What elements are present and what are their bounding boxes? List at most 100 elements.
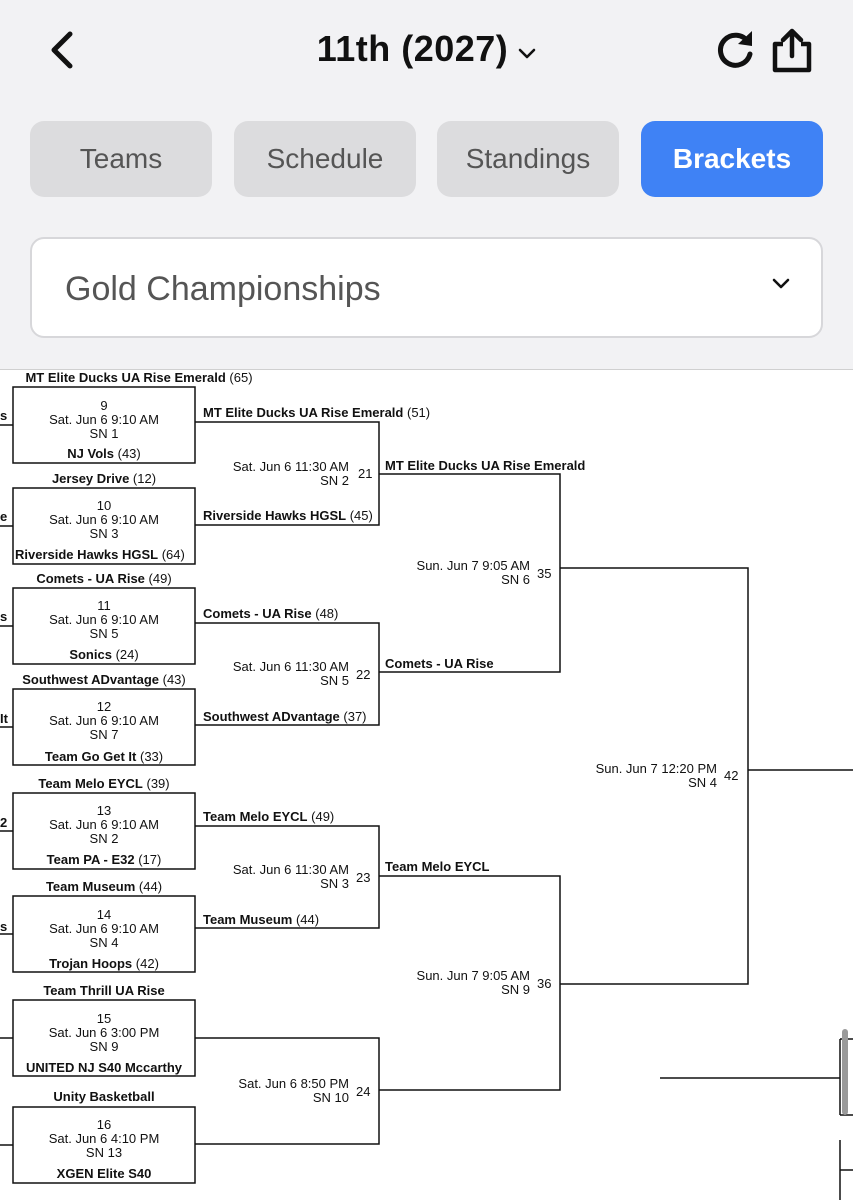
back-button[interactable] <box>44 30 80 70</box>
game-date: Sun. Jun 7 12:20 PM <box>595 761 717 776</box>
tab-label: Brackets <box>672 143 792 174</box>
chevron-down-icon <box>771 277 791 296</box>
game-court: SN 5 <box>320 673 349 688</box>
tab-schedule[interactable]: Schedule <box>234 121 416 197</box>
edge-label: s <box>0 609 8 624</box>
game-23-bottom-team[interactable]: Team Museum (44) <box>203 912 320 927</box>
game-9-top-team[interactable]: MT Elite Ducks UA Rise Emerald (65) <box>25 370 253 385</box>
tab-label: Teams <box>79 143 163 174</box>
game-36-top-team[interactable]: Team Melo EYCL <box>385 859 490 874</box>
game-12-top-team[interactable]: Southwest ADvantage (43) <box>22 672 186 687</box>
bracket-view[interactable]: s e s It 2 s MT Elite Ducks UA Rise Emer… <box>0 369 853 1200</box>
game-date: Sat. Jun 6 11:30 AM <box>232 459 349 474</box>
game-number: 14 <box>96 907 112 922</box>
game-date: Sat. Jun 6 9:10 AM <box>49 921 159 936</box>
game-10-bottom-team[interactable]: Riverside Hawks HGSL (64) <box>15 547 185 562</box>
game-court: SN 9 <box>89 1039 119 1054</box>
game-court: SN 7 <box>89 727 119 742</box>
game-35-bottom-team[interactable]: Comets - UA Rise <box>385 656 494 671</box>
game-35-top-team[interactable]: MT Elite Ducks UA Rise Emerald <box>385 458 586 473</box>
game-date: Sun. Jun 7 9:05 AM <box>416 968 530 983</box>
game-15-top-team[interactable]: Team Thrill UA Rise <box>43 983 165 998</box>
game-number: 36 <box>537 976 552 991</box>
game-number: 10 <box>96 498 112 513</box>
game-number: 22 <box>356 667 371 682</box>
refresh-button[interactable] <box>714 28 758 72</box>
game-number: 15 <box>96 1011 112 1026</box>
game-court: SN 3 <box>320 876 349 891</box>
game-22-bottom-team[interactable]: Southwest ADvantage (37) <box>203 709 367 724</box>
game-22-top-team[interactable]: Comets - UA Rise (48) <box>203 606 339 621</box>
game-14-top-team[interactable]: Team Museum (44) <box>45 879 163 894</box>
game-date: Sat. Jun 6 9:10 AM <box>49 713 159 728</box>
game-court: SN 13 <box>85 1145 123 1160</box>
game-bracket-24 <box>195 1037 380 1145</box>
edge-label: e <box>0 509 8 524</box>
division-select[interactable]: Gold Championships <box>30 237 823 338</box>
game-date: Sat. Jun 6 11:30 AM <box>232 659 349 674</box>
tab-standings[interactable]: Standings <box>437 121 619 197</box>
game-court: SN 2 <box>89 831 119 846</box>
share-icon <box>772 28 812 73</box>
game-12-bottom-team[interactable]: Team Go Get It (33) <box>44 749 164 764</box>
edge-label: s <box>0 919 8 934</box>
game-number: 16 <box>96 1117 112 1132</box>
chevron-left-icon <box>51 31 73 69</box>
bracket-lines <box>0 386 853 1200</box>
game-11-bottom-team[interactable]: Sonics (24) <box>69 647 139 662</box>
game-9-bottom-team[interactable]: NJ Vols (43) <box>67 446 141 461</box>
game-date: Sun. Jun 7 9:05 AM <box>416 558 530 573</box>
game-court: SN 10 <box>312 1090 349 1105</box>
top-bar: 11th (2027) Teams Schedule Standings Bra… <box>0 0 853 369</box>
chevron-down-icon <box>518 27 536 69</box>
tab-brackets[interactable]: Brackets <box>641 121 823 197</box>
game-23-top-team[interactable]: Team Melo EYCL (49) <box>203 809 335 824</box>
game-bracket-36 <box>379 875 561 1091</box>
game-10-top-team[interactable]: Jersey Drive (12) <box>51 471 157 486</box>
game-number: 9 <box>100 398 108 413</box>
game-date: Sat. Jun 6 11:30 AM <box>232 862 349 877</box>
game-court: SN 4 <box>688 775 717 790</box>
game-number: 42 <box>724 768 739 783</box>
edge-label: It <box>0 711 8 726</box>
game-21-bottom-team[interactable]: Riverside Hawks HGSL (45) <box>203 508 373 523</box>
game-court: SN 6 <box>501 572 530 587</box>
division-title-text: 11th (2027) <box>316 28 509 69</box>
game-11-top-team[interactable]: Comets - UA Rise (49) <box>36 571 172 586</box>
game-date: Sat. Jun 6 3:00 PM <box>48 1025 160 1040</box>
game-number: 13 <box>96 803 112 818</box>
game-court: SN 3 <box>89 526 119 541</box>
game-number: 35 <box>537 566 552 581</box>
game-13-bottom-team[interactable]: Team PA - E32 (17) <box>46 852 162 867</box>
game-date: Sat. Jun 6 9:10 AM <box>49 412 159 427</box>
game-date: Sat. Jun 6 9:10 AM <box>49 817 159 832</box>
game-13-top-team[interactable]: Team Melo EYCL (39) <box>38 776 170 791</box>
game-15-bottom-team[interactable]: UNITED NJ S40 Mccarthy <box>25 1060 183 1075</box>
tab-label: Standings <box>465 143 591 174</box>
game-date: Sat. Jun 6 8:50 PM <box>238 1076 349 1091</box>
game-bracket-23 <box>195 825 380 929</box>
game-number: 21 <box>358 466 373 481</box>
game-14-bottom-team[interactable]: Trojan Hoops (42) <box>49 956 159 971</box>
tab-teams[interactable]: Teams <box>30 121 212 197</box>
game-number: 11 <box>97 598 111 613</box>
game-number: 23 <box>356 870 371 885</box>
division-title[interactable]: 11th (2027) <box>0 28 853 70</box>
game-court: SN 9 <box>501 982 530 997</box>
game-number: 24 <box>356 1084 371 1099</box>
game-bracket-42 <box>560 567 749 985</box>
game-court: SN 1 <box>89 426 119 441</box>
game-court: SN 5 <box>89 626 119 641</box>
game-16-top-team[interactable]: Unity Basketball <box>53 1089 155 1104</box>
game-bracket-35 <box>379 473 561 673</box>
refresh-icon <box>717 31 753 68</box>
game-date: Sat. Jun 6 9:10 AM <box>49 612 159 627</box>
game-16-bottom-team[interactable]: XGEN Elite S40 <box>56 1166 152 1181</box>
edge-label: s <box>0 408 8 423</box>
scrollbar-thumb <box>842 1029 848 1115</box>
division-select-value: Gold Championships <box>65 270 381 308</box>
game-date: Sat. Jun 6 4:10 PM <box>48 1131 160 1146</box>
game-21-top-team[interactable]: MT Elite Ducks UA Rise Emerald (51) <box>203 405 431 420</box>
game-court: SN 4 <box>89 935 119 950</box>
share-button[interactable] <box>768 26 816 74</box>
